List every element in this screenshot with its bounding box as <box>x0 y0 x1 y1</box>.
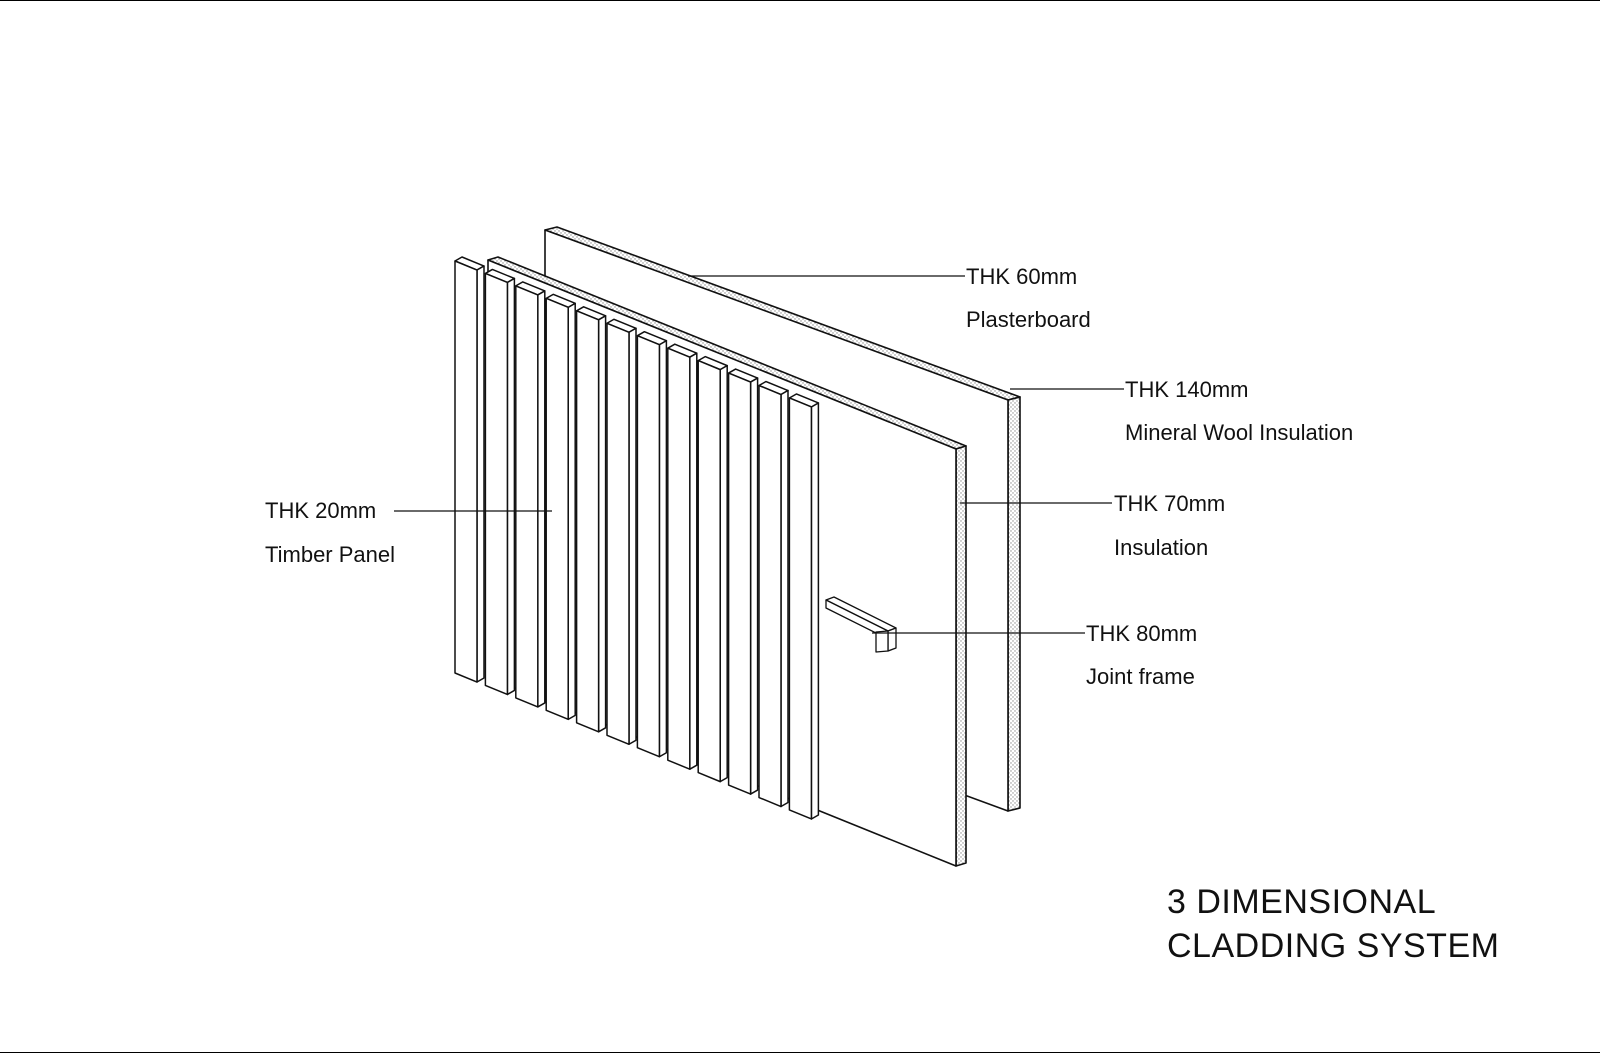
title-line-2: CLADDING SYSTEM <box>1167 927 1500 965</box>
timber-panel-11 <box>758 380 789 808</box>
timber-panel-12 <box>788 393 820 820</box>
title-line-1: 3 DIMENSIONAL <box>1167 883 1437 921</box>
leader-lines <box>394 275 1124 634</box>
timber-panel-4 <box>545 293 576 721</box>
timber-panel-1 <box>454 256 485 683</box>
timber-panel-3 <box>515 281 546 708</box>
timber-panel-5 <box>575 306 607 733</box>
timber-panels-group <box>454 256 820 820</box>
mineral-wool-side-edge <box>1007 396 1021 812</box>
timber-panel-10 <box>727 368 759 795</box>
plasterboard-name-label: Plasterboard <box>966 307 1091 332</box>
mineral-wool-name-label: Mineral Wool Insulation <box>1125 420 1354 445</box>
insulation-thickness-label: THK 70mm <box>1114 491 1226 516</box>
timber-panel-thickness-label: THK 20mm <box>265 498 377 523</box>
timber-panel-8 <box>667 343 698 770</box>
top-border-line <box>0 0 1600 1</box>
timber-panel-name-label: Timber Panel <box>265 542 396 567</box>
timber-panel-6 <box>606 318 637 746</box>
diagram-title: 3 DIMENSIONAL CLADDING SYSTEM <box>1167 880 1499 968</box>
insulation-name-label: Insulation <box>1114 535 1209 560</box>
joint-frame-thickness-label: THK 80mm <box>1086 621 1198 646</box>
timber-panel-9 <box>697 355 728 783</box>
timber-panel-7 <box>636 330 668 758</box>
mineral-wool-thickness-label: THK 140mm <box>1125 377 1249 402</box>
insulation-side-edge <box>955 445 967 867</box>
joint-frame-name-label: Joint frame <box>1086 664 1195 689</box>
plasterboard-thickness-label: THK 60mm <box>966 264 1078 289</box>
timber-panel-2 <box>484 268 516 696</box>
joint-frame-channel <box>825 596 897 653</box>
bottom-border-line <box>0 1052 1600 1053</box>
